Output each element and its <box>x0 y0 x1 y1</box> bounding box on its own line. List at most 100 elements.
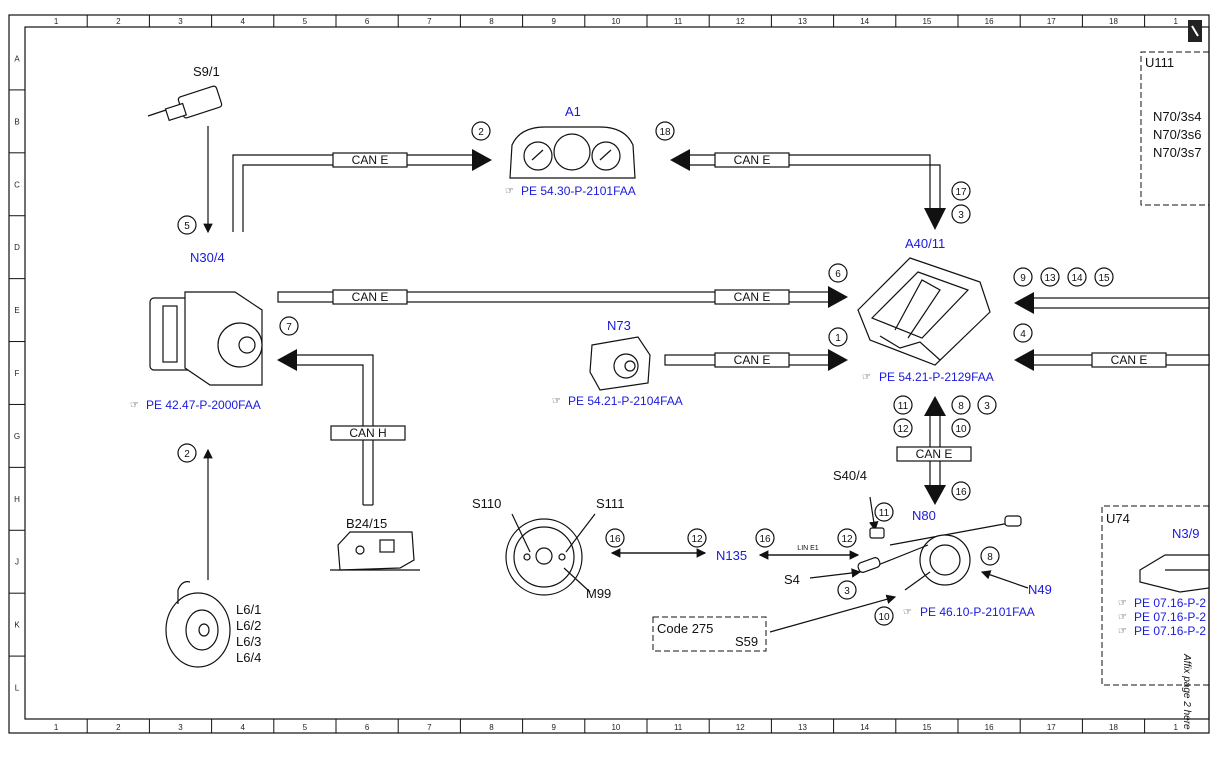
bus-a40-to-n80: CAN E <box>896 396 972 505</box>
svg-text:16: 16 <box>759 534 771 545</box>
svg-text:2: 2 <box>184 449 190 460</box>
u111-box: U111 N70/3s4 N70/3s6 N70/3s7 <box>1140 51 1209 206</box>
ref-icon-a40-11: ☞ <box>862 372 871 383</box>
callout: 9 <box>1013 267 1033 287</box>
grid-col-label: 10 <box>611 17 620 26</box>
label-affix: Affix page 2 here <box>1181 653 1192 730</box>
svg-text:3: 3 <box>844 586 850 597</box>
label-n70-3s4: N70/3s4 <box>1153 109 1201 124</box>
callout: 3 <box>951 204 971 224</box>
svg-text:8: 8 <box>987 552 993 563</box>
callout: 4 <box>1013 323 1033 343</box>
label-b24-15: B24/15 <box>346 516 387 531</box>
callout: 17 <box>951 181 971 201</box>
grid-col-label: 7 <box>427 723 432 732</box>
ref-u74-1: PE 07.16-P-2 <box>1134 596 1206 610</box>
callout: 18 <box>655 121 675 141</box>
callout: 5 <box>177 215 197 235</box>
grid-col-label: 3 <box>178 723 183 732</box>
bus-label-can-e-2: CAN E <box>734 153 771 167</box>
ref-u74-2: PE 07.16-P-2 <box>1134 610 1206 624</box>
grid-col-label: 13 <box>798 723 807 732</box>
label-m99: M99 <box>586 586 611 601</box>
bus-b24-to-n30: CAN H <box>277 349 406 506</box>
grid-col-label: 6 <box>365 17 370 26</box>
ref-n73: PE 54.21-P-2104FAA <box>568 394 683 408</box>
grid-row-label: F <box>15 369 20 378</box>
grid-col-label: 12 <box>736 723 745 732</box>
bus-label-can-e-6: CAN E <box>1111 353 1148 367</box>
grid-col-label: 9 <box>551 17 556 26</box>
ref-icon-a1: ☞ <box>505 186 514 197</box>
grid-row-label: J <box>15 558 19 567</box>
signal-lines: LIN E1 <box>203 126 1029 633</box>
label-s111: S111 <box>596 496 624 511</box>
callout: 3 <box>837 580 857 600</box>
grid-col-label: 1 <box>54 723 59 732</box>
grid-col-label: 9 <box>551 723 556 732</box>
grid-col-label: 16 <box>985 723 994 732</box>
grid-col-label: 5 <box>303 17 308 26</box>
callout: 3 <box>977 395 997 415</box>
callout: 11 <box>893 395 913 415</box>
ref-icon-u74-2: ☞ <box>1118 612 1127 623</box>
svg-text:12: 12 <box>841 534 853 545</box>
grid-row-label: L <box>15 684 20 693</box>
label-s9-1: S9/1 <box>193 64 220 79</box>
callout: 16 <box>605 528 625 548</box>
grid-col-label: 8 <box>489 17 494 26</box>
svg-text:17: 17 <box>955 187 967 198</box>
ref-n80: PE 46.10-P-2101FAA <box>920 605 1035 619</box>
grid-col-label: 1 <box>1173 723 1178 732</box>
label-n135: N135 <box>716 548 747 563</box>
callout: 1 <box>828 327 848 347</box>
svg-text:7: 7 <box>286 322 292 333</box>
label-n80: N80 <box>912 508 936 523</box>
callout: 7 <box>279 316 299 336</box>
grid-row-label: G <box>14 432 20 441</box>
grid-col-label: 4 <box>240 17 245 26</box>
svg-text:3: 3 <box>984 401 990 412</box>
grid-col-label: 1 <box>54 17 59 26</box>
svg-text:6: 6 <box>835 269 841 280</box>
grid-col-label: 14 <box>860 17 869 26</box>
grid-col-label: 18 <box>1109 723 1118 732</box>
label-s40-4: S40/4 <box>833 468 867 483</box>
grid-col-label: 5 <box>303 723 308 732</box>
a1-instrument-cluster-icon: A1 ☞ PE 54.30-P-2101FAA <box>505 104 636 198</box>
grid-col-label: 1 <box>1173 17 1178 26</box>
n30-4-control-unit-icon: N30/4 ☞ PE 42.47-P-2000FAA <box>130 250 263 412</box>
svg-text:12: 12 <box>897 424 909 435</box>
svg-text:9: 9 <box>1020 273 1026 284</box>
grid-col-label: 7 <box>427 17 432 26</box>
grid-row-label: E <box>14 306 19 315</box>
bus-n30-to-a1: CAN E <box>232 149 492 232</box>
corner-pin-icon <box>1188 20 1202 42</box>
grid-row-label: A <box>14 54 20 63</box>
bus-label-can-e-7: CAN E <box>916 447 953 461</box>
label-n30-4: N30/4 <box>190 250 225 265</box>
grid-col-label: 18 <box>1109 17 1118 26</box>
grid-col-label: 13 <box>798 17 807 26</box>
callout: 2 <box>471 121 491 141</box>
svg-text:8: 8 <box>958 401 964 412</box>
grid-row-label: B <box>14 117 19 126</box>
svg-text:10: 10 <box>878 612 890 623</box>
svg-text:18: 18 <box>659 127 671 138</box>
ref-icon-u74-1: ☞ <box>1118 598 1127 609</box>
svg-text:16: 16 <box>955 487 967 498</box>
svg-text:11: 11 <box>879 508 890 519</box>
ref-a1: PE 54.30-P-2101FAA <box>521 184 636 198</box>
callout: 12 <box>687 528 707 548</box>
callout-circles: 2 18 17 3 5 6 9 13 14 15 7 1 4 11 12 8 3… <box>177 121 1114 626</box>
svg-text:11: 11 <box>898 401 909 412</box>
grid-col-label: 10 <box>611 723 620 732</box>
grid-col-label: 15 <box>922 17 931 26</box>
ref-icon-n73: ☞ <box>552 396 561 407</box>
grid-row-label: H <box>14 495 20 504</box>
grid-col-label: 17 <box>1047 723 1056 732</box>
label-n70-3s7: N70/3s7 <box>1153 145 1201 160</box>
grid-col-label: 11 <box>674 723 683 732</box>
